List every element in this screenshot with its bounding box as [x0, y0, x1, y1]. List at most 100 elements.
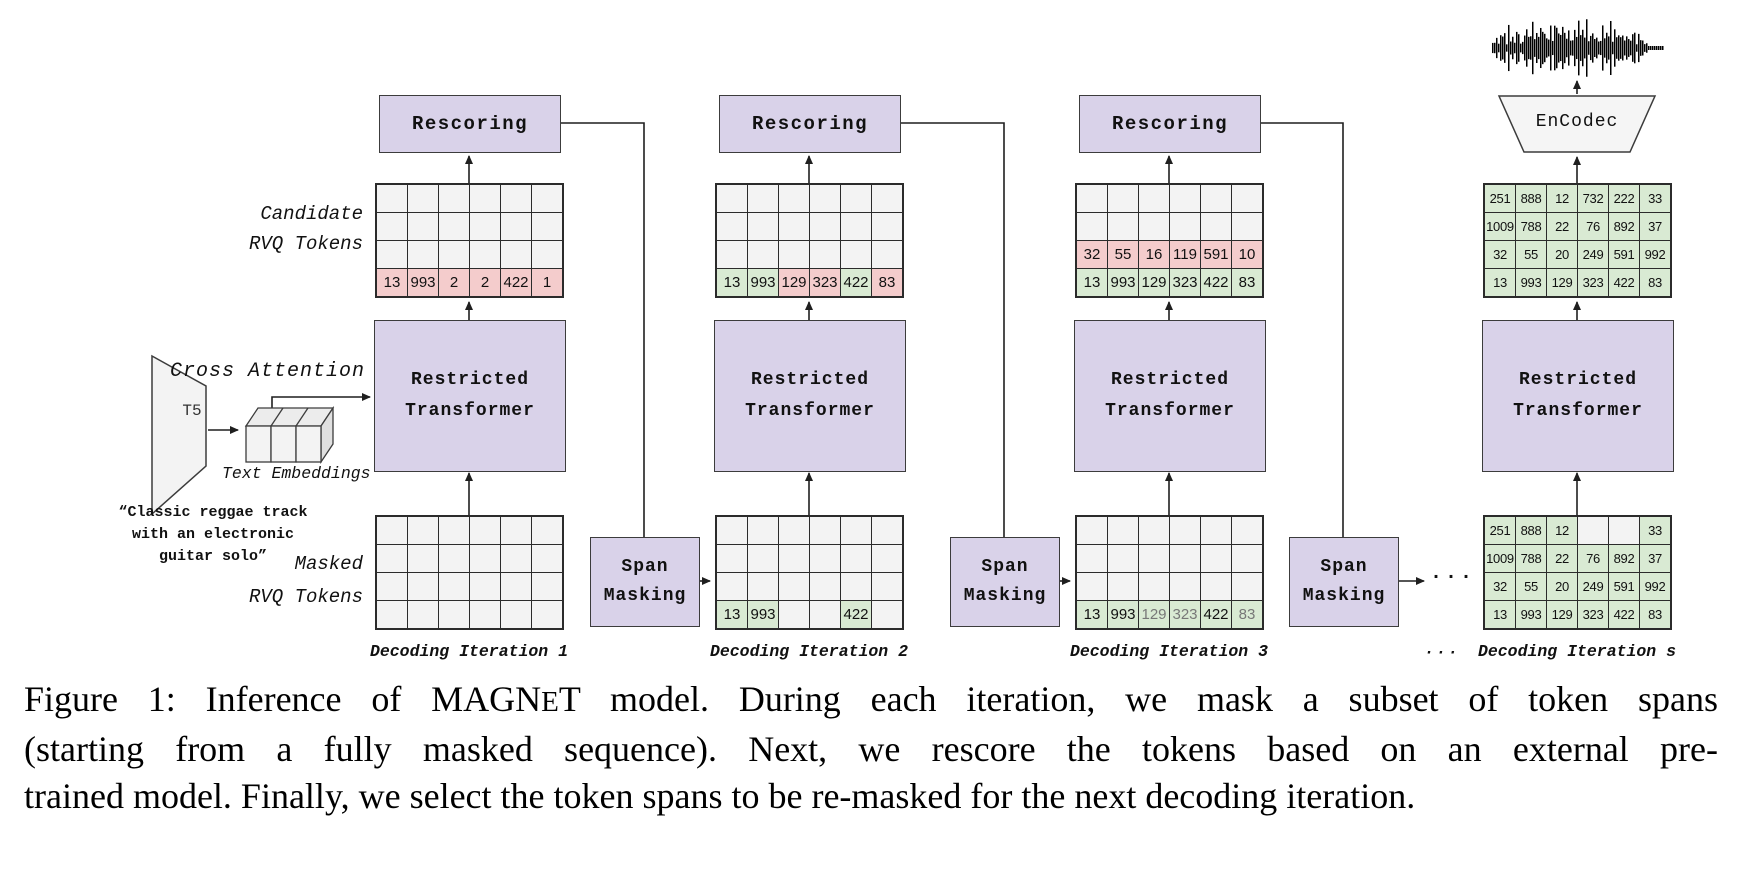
token-cell: 251	[1485, 517, 1515, 544]
iteration-caption-1: Decoding Iteration 1	[369, 642, 569, 661]
text-embeddings-shape	[244, 405, 335, 465]
token-cell: 422	[841, 269, 871, 296]
token-cell	[1077, 545, 1107, 572]
restricted-transformer-1: Restricted Transformer	[374, 320, 566, 472]
rescoring-to-spanmask-wires	[559, 122, 1344, 537]
token-cell	[1201, 517, 1231, 544]
token-cell	[408, 241, 438, 268]
token-cell: 33	[1640, 185, 1670, 212]
token-cell	[810, 573, 840, 600]
token-cell: 16	[1139, 241, 1169, 268]
token-cell	[810, 241, 840, 268]
token-cell: 993	[1108, 269, 1138, 296]
text-embeddings-label: Text Embeddings	[222, 464, 371, 483]
iteration-caption-3: Decoding Iteration 3	[1069, 642, 1269, 661]
token-cell: 788	[1516, 545, 1546, 572]
token-cell	[1232, 213, 1262, 240]
token-cell	[532, 185, 562, 212]
token-cell	[1077, 517, 1107, 544]
token-cell: 1009	[1485, 545, 1515, 572]
ellipsis-flow: ···	[1430, 566, 1476, 589]
token-cell	[841, 573, 871, 600]
token-cell	[1108, 213, 1138, 240]
span-masking-line: Span	[1320, 557, 1368, 577]
token-cell	[717, 213, 747, 240]
token-cell: 732	[1578, 185, 1608, 212]
token-cell	[1108, 573, 1138, 600]
caption-text: Figure 1: Inference of MAGN	[24, 679, 542, 719]
iteration-caption-2: Decoding Iteration 2	[709, 642, 909, 661]
token-cell: 13	[1485, 601, 1515, 628]
token-cell	[810, 545, 840, 572]
transformer-line: Transformer	[745, 401, 875, 421]
token-cell	[532, 601, 562, 628]
span-masking-line: Span	[621, 557, 669, 577]
token-cell	[439, 545, 469, 572]
figure-caption: Figure 1: Inference of MAGNET model. Dur…	[24, 676, 1718, 820]
token-cell	[470, 213, 500, 240]
token-cell: 422	[1609, 601, 1639, 628]
token-cell: 788	[1516, 213, 1546, 240]
token-cell	[1170, 213, 1200, 240]
token-cell	[1232, 185, 1262, 212]
token-cell	[1170, 517, 1200, 544]
token-cell	[1139, 545, 1169, 572]
span-masking-box-3: Span Masking	[1289, 537, 1399, 627]
token-cell	[748, 241, 778, 268]
token-cell	[501, 185, 531, 212]
token-cell	[1108, 545, 1138, 572]
token-cell: 323	[1170, 601, 1200, 628]
token-cell: 12	[1547, 517, 1577, 544]
token-cell	[779, 517, 809, 544]
audio-waveform	[1492, 19, 1664, 77]
token-cell	[1232, 545, 1262, 572]
token-cell: 888	[1516, 517, 1546, 544]
token-cell	[1077, 185, 1107, 212]
token-cell	[779, 545, 809, 572]
token-cell	[532, 573, 562, 600]
token-cell: 13	[377, 269, 407, 296]
token-cell	[408, 573, 438, 600]
token-cell	[841, 545, 871, 572]
token-cell	[841, 185, 871, 212]
token-cell	[439, 241, 469, 268]
token-cell	[841, 517, 871, 544]
token-cell: 129	[1139, 601, 1169, 628]
token-cell: 83	[872, 269, 902, 296]
candidate-tokens-label-2: RVQ Tokens	[248, 233, 363, 255]
token-cell: 323	[1578, 601, 1608, 628]
transformer-line: Transformer	[1513, 401, 1643, 421]
token-cell	[717, 241, 747, 268]
rescoring-box-3: Rescoring	[1079, 95, 1261, 153]
token-cell: 992	[1640, 573, 1670, 600]
token-cell	[501, 241, 531, 268]
token-cell	[1170, 573, 1200, 600]
token-cell: 13	[717, 601, 747, 628]
token-cell: 55	[1516, 241, 1546, 268]
token-cell	[470, 601, 500, 628]
restricted-transformer-2: Restricted Transformer	[714, 320, 906, 472]
token-cell	[408, 545, 438, 572]
token-cell: 591	[1609, 573, 1639, 600]
token-cell: 323	[1170, 269, 1200, 296]
restricted-transformer-s: Restricted Transformer	[1482, 320, 1674, 472]
transformer-line: Restricted	[750, 370, 870, 390]
token-cell	[1170, 185, 1200, 212]
token-cell: 993	[748, 601, 778, 628]
token-cell	[501, 573, 531, 600]
token-cell: 222	[1609, 185, 1639, 212]
token-cell	[532, 517, 562, 544]
token-cell: 12	[1547, 185, 1577, 212]
token-cell	[1201, 213, 1231, 240]
flow-arrows	[208, 80, 1581, 585]
token-cell	[779, 573, 809, 600]
token-cell	[1609, 517, 1639, 544]
token-cell	[748, 517, 778, 544]
span-masking-line: Masking	[603, 586, 687, 606]
prompt-line: guitar solo”	[158, 548, 268, 565]
token-cell: 76	[1578, 545, 1608, 572]
token-cell	[439, 601, 469, 628]
token-cell	[779, 241, 809, 268]
